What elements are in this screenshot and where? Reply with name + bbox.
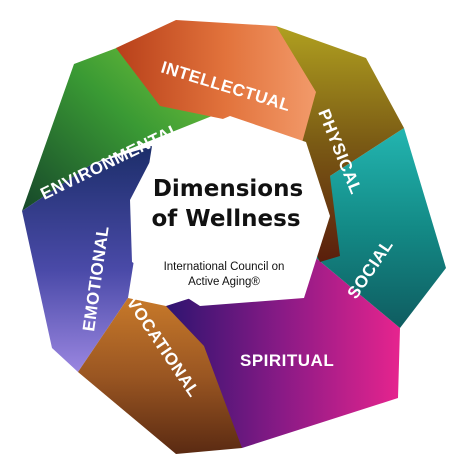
band-intellectual (116, 20, 316, 150)
band-emotional (22, 146, 152, 372)
source-line-2: Active Aging® (188, 276, 260, 288)
band-spiritual (166, 258, 400, 448)
ribbon-ring (22, 20, 446, 454)
title-line-1: Dimensions (153, 176, 303, 202)
center-text: Dimensions of Wellness International Cou… (151, 176, 303, 288)
center-panel (130, 116, 330, 306)
source-line-1: International Council on (164, 261, 285, 273)
label-spiritual: SPIRITUAL (240, 351, 334, 370)
band-social (316, 128, 446, 328)
title-line-2: of Wellness (151, 206, 300, 232)
